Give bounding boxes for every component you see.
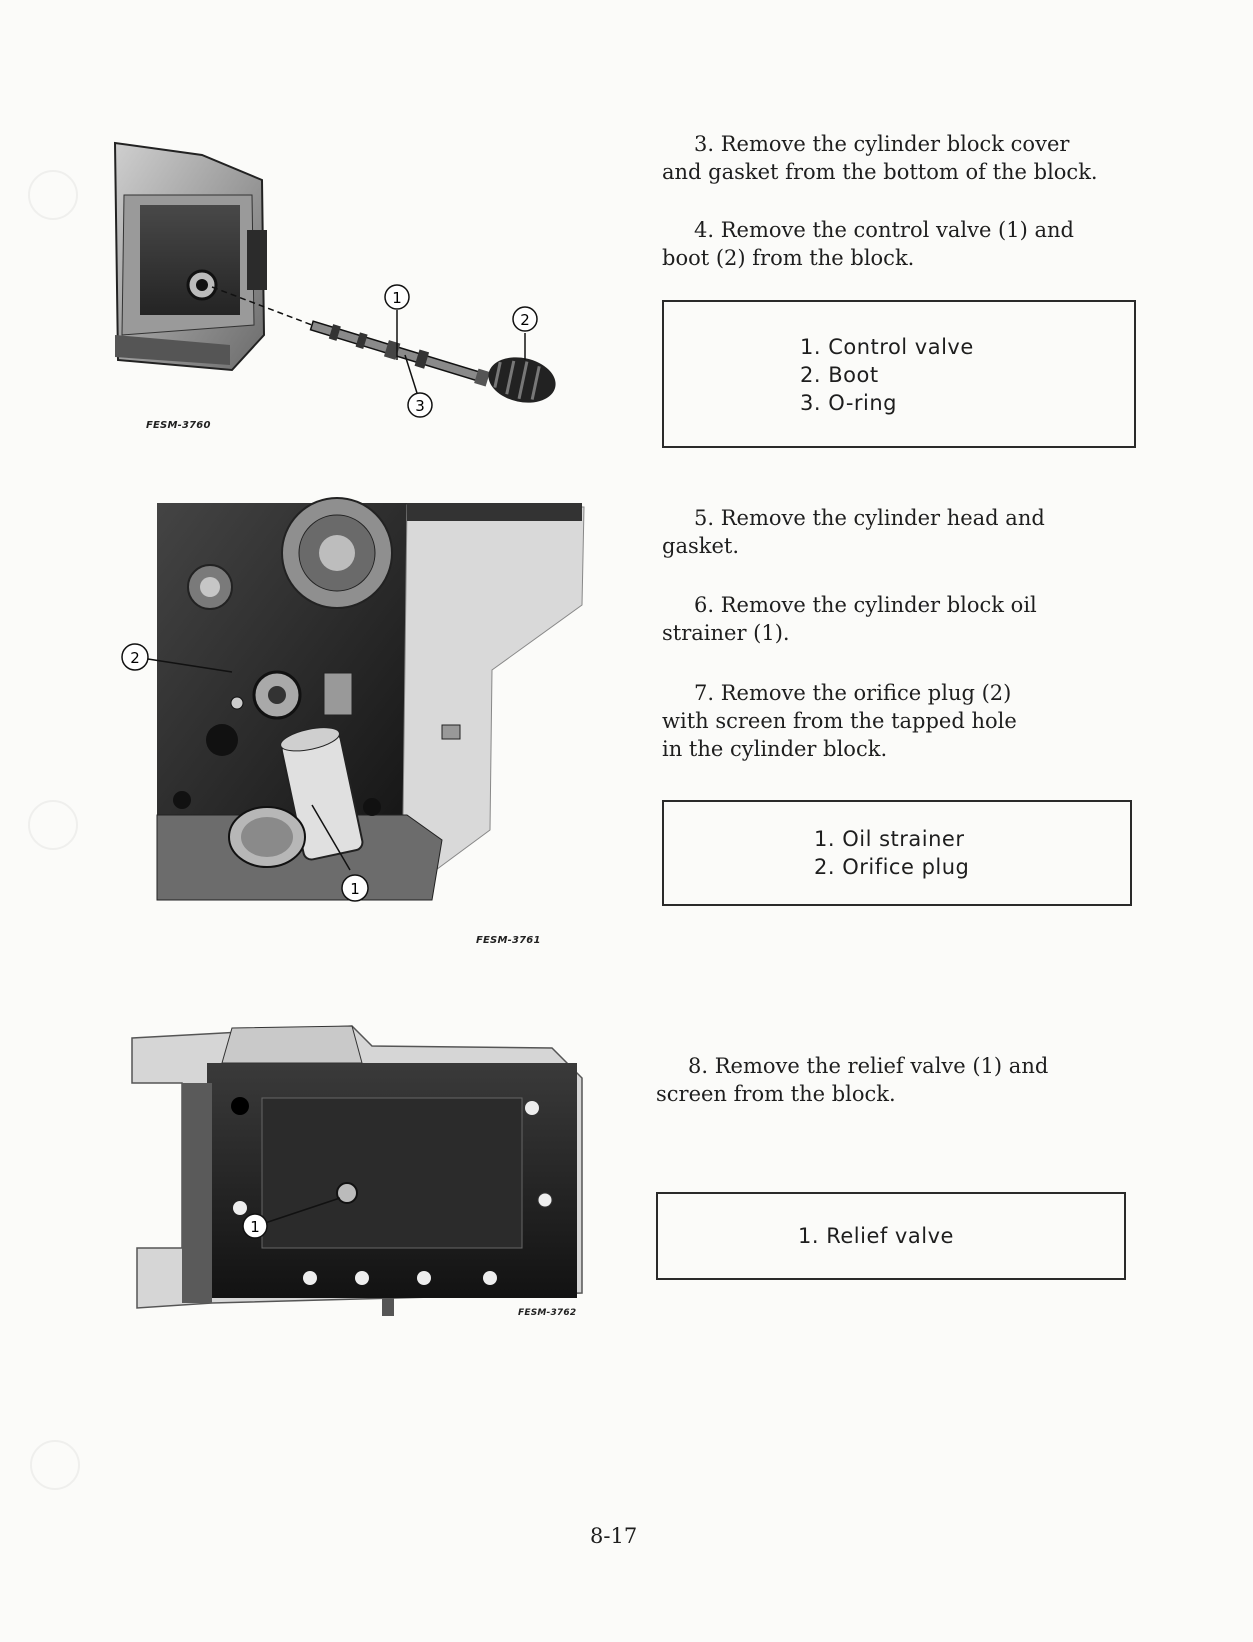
callout-1-label: 1 <box>392 289 402 307</box>
legend-figure-3762: 1. Relief valve <box>656 1192 1126 1280</box>
figure-fesm-3762: 1 <box>112 1008 592 1328</box>
cylinder-block-illustration: 2 1 <box>121 497 585 902</box>
callout-1: 1 <box>311 804 369 902</box>
step-6-line-1: 6. Remove the cylinder block oil <box>694 593 1037 617</box>
figure-fesm-3761: 2 1 <box>112 495 592 950</box>
binder-hole-mark <box>30 1440 80 1490</box>
binder-hole-mark <box>28 170 78 220</box>
callout-2-label: 2 <box>520 311 530 329</box>
legend-item-control-valve: 1. Control valve <box>800 335 974 359</box>
step-7: 7. Remove the orifice plug (2) with scre… <box>662 679 1017 763</box>
callout-1: 1 <box>384 284 410 360</box>
step-6-line-2: strainer (1). <box>662 621 790 645</box>
legend-figure-3761: 1. Oil strainer 2. Orifice plug <box>662 800 1132 906</box>
step-7-line-3: in the cylinder block. <box>662 737 888 761</box>
step-3-line-2: and gasket from the bottom of the block. <box>662 160 1098 184</box>
callout-1: 1 <box>242 1197 341 1239</box>
callout-1-label: 1 <box>250 1218 260 1236</box>
step-4: 4. Remove the control valve (1) and boot… <box>662 216 1074 272</box>
callout-1-label: 1 <box>350 880 360 898</box>
callout-2: 2 <box>512 306 538 360</box>
step-4-line-1: 4. Remove the control valve (1) and <box>694 218 1074 242</box>
figure-fesm-3760: 1 2 3 <box>112 135 592 435</box>
legend-item-relief-valve: 1. Relief valve <box>798 1224 954 1248</box>
legend-item-boot: 2. Boot <box>800 363 879 387</box>
page-number: 8-17 <box>590 1524 638 1548</box>
callout-3-label: 3 <box>415 397 425 415</box>
step-8-line-2: screen from the block. <box>656 1082 896 1106</box>
figure-caption-fesm-3762: FESM-3762 <box>518 1308 577 1318</box>
step-3: 3. Remove the cylinder block cover and g… <box>662 130 1098 186</box>
step-3-line-1: 3. Remove the cylinder block cover <box>694 132 1070 156</box>
callout-2: 2 <box>121 643 233 673</box>
step-5-line-1: 5. Remove the cylinder head and <box>694 506 1045 530</box>
callout-3: 3 <box>404 354 433 418</box>
step-4-line-2: boot (2) from the block. <box>662 246 915 270</box>
figure-caption-fesm-3760: FESM-3760 <box>146 420 211 431</box>
step-7-line-2: with screen from the tapped hole <box>662 709 1017 733</box>
step-7-line-1: 7. Remove the orifice plug (2) <box>694 681 1012 705</box>
legend-item-o-ring: 3. O-ring <box>800 391 898 415</box>
step-8: 8. Remove the relief valve (1) and scree… <box>656 1052 1048 1108</box>
callout-2-label: 2 <box>130 649 140 667</box>
legend-item-orifice-plug: 2. Orifice plug <box>814 855 970 879</box>
legend-item-oil-strainer: 1. Oil strainer <box>814 827 965 851</box>
step-5: 5. Remove the cylinder head and gasket. <box>662 504 1045 560</box>
step-6: 6. Remove the cylinder block oil straine… <box>662 591 1037 647</box>
step-8-line-1: 8. Remove the relief valve (1) and <box>688 1054 1049 1078</box>
step-5-line-2: gasket. <box>662 534 740 558</box>
legend-figure-3760: 1. Control valve 2. Boot 3. O-ring <box>662 300 1136 448</box>
control-valve-illustration: 1 2 3 <box>113 141 556 418</box>
relief-valve-illustration: 1 <box>131 1025 583 1316</box>
figure-caption-fesm-3761: FESM-3761 <box>476 935 541 946</box>
binder-hole-mark <box>28 800 78 850</box>
